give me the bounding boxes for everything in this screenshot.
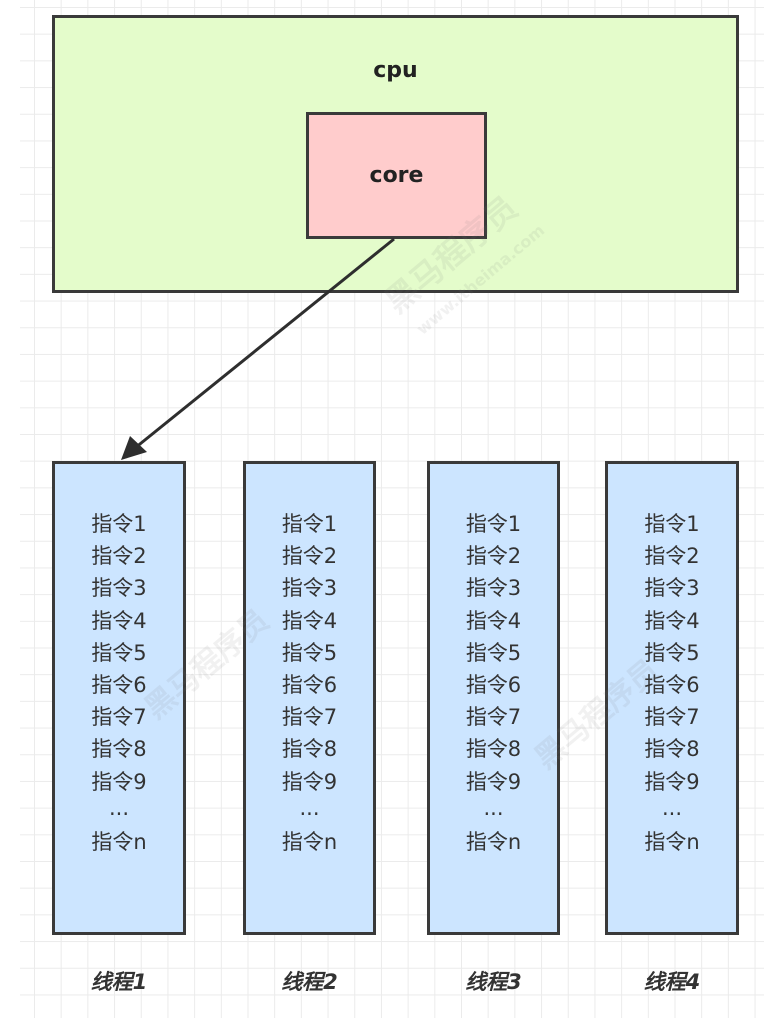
instruction-item: 指令9 <box>644 769 700 794</box>
instruction-item: 指令2 <box>91 544 147 569</box>
instruction-item: 指令4 <box>91 608 147 633</box>
instruction-ellipsis: ... <box>483 795 504 820</box>
cpu-label: cpu <box>373 58 418 83</box>
instruction-item: 指令6 <box>465 672 522 697</box>
instruction-list: 指令1 指令2 指令3 指令4 指令5 指令6 指令7 指令8 指令9 ... … <box>430 508 557 858</box>
thread-label-4: 线程4 <box>643 970 701 994</box>
instruction-item: 指令9 <box>91 769 147 794</box>
core-label: core <box>369 163 424 188</box>
instruction-item: 指令7 <box>644 705 700 730</box>
instruction-item: 指令2 <box>465 544 522 569</box>
instruction-item: 指令7 <box>91 705 147 730</box>
instruction-list: 指令1 指令2 指令3 指令4 指令5 指令6 指令7 指令8 指令9 ... … <box>608 508 736 858</box>
instruction-item: 指令6 <box>91 672 147 697</box>
instruction-item: 指令5 <box>465 640 522 665</box>
instruction-item: 指令7 <box>465 705 522 730</box>
instruction-item: 指令7 <box>281 705 338 730</box>
instruction-list: 指令1 指令2 指令3 指令4 指令5 指令6 指令7 指令8 指令9 ... … <box>246 508 373 858</box>
instruction-item: 指令3 <box>91 576 147 601</box>
instruction-item: 指令9 <box>281 769 338 794</box>
instruction-item: 指令4 <box>644 608 700 633</box>
instruction-item: 指令1 <box>91 512 147 536</box>
instruction-item: 指令3 <box>281 576 338 601</box>
instruction-item: 指令9 <box>465 769 522 794</box>
instruction-list: 指令1 指令2 指令3 指令4 指令5 指令6 指令7 指令8 指令9 ... … <box>55 508 183 858</box>
thread-label-1: 线程1 <box>90 970 148 994</box>
instruction-item: 指令1 <box>465 512 522 536</box>
instruction-item: 指令n <box>281 829 338 854</box>
instruction-ellipsis: ... <box>661 795 683 820</box>
instruction-item: 指令8 <box>91 737 147 762</box>
instruction-item: 指令1 <box>644 512 700 536</box>
instruction-item: 指令2 <box>281 544 338 569</box>
thread-box-3: 指令1 指令2 指令3 指令4 指令5 指令6 指令7 指令8 指令9 ... … <box>427 461 560 935</box>
core-box: core <box>306 112 487 239</box>
instruction-item: 指令8 <box>644 737 700 762</box>
instruction-item: 指令5 <box>91 640 147 665</box>
instruction-item: 指令5 <box>281 640 338 665</box>
instruction-item: 指令4 <box>465 608 522 633</box>
instruction-item: 指令5 <box>644 640 700 665</box>
thread-label-3: 线程3 <box>465 970 522 994</box>
instruction-item: 指令3 <box>644 576 700 601</box>
instruction-item: 指令n <box>465 829 522 854</box>
thread-box-1: 指令1 指令2 指令3 指令4 指令5 指令6 指令7 指令8 指令9 ... … <box>52 461 186 935</box>
instruction-item: 指令8 <box>465 737 522 762</box>
instruction-item: 指令6 <box>281 672 338 697</box>
instruction-item: 指令3 <box>465 576 522 601</box>
instruction-item: 指令1 <box>281 512 338 536</box>
instruction-item: 指令n <box>644 829 700 854</box>
thread-box-2: 指令1 指令2 指令3 指令4 指令5 指令6 指令7 指令8 指令9 ... … <box>243 461 376 935</box>
thread-label-2: 线程2 <box>281 970 338 994</box>
instruction-item: 指令n <box>91 829 147 854</box>
thread-box-4: 指令1 指令2 指令3 指令4 指令5 指令6 指令7 指令8 指令9 ... … <box>605 461 739 935</box>
instruction-ellipsis: ... <box>299 795 320 820</box>
instruction-ellipsis: ... <box>108 795 130 820</box>
instruction-item: 指令2 <box>644 544 700 569</box>
instruction-item: 指令4 <box>281 608 338 633</box>
instruction-item: 指令8 <box>281 737 338 762</box>
instruction-item: 指令6 <box>644 672 700 697</box>
